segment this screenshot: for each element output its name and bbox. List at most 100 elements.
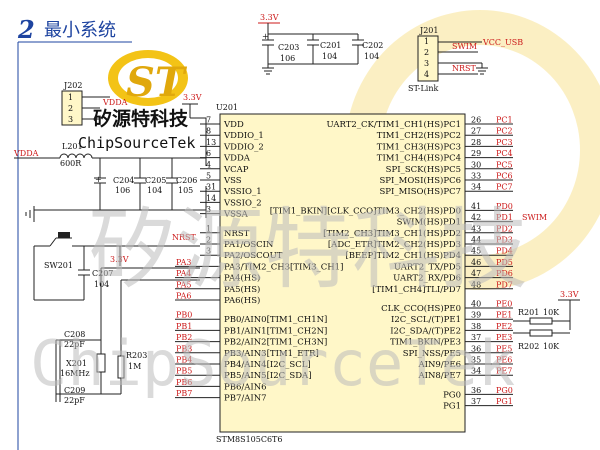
section-number: 2 — [17, 15, 35, 44]
net-vcc-usb: VCC_USB — [482, 38, 523, 47]
net-3v3-pullup: 3.3V — [560, 290, 579, 299]
mcu-right-pin-name: [TIM2_CH3]TIM3_CH1(HS)PD2 — [323, 228, 461, 239]
mcu-left-pin-number: 2 — [206, 236, 211, 245]
r201-value: 10K — [543, 308, 560, 317]
mcu-part: STM8S105C6T6 — [216, 435, 282, 444]
mcu-left-pin-name: VSSA — [223, 210, 249, 220]
mcu-left-pin-name: PA5(HS) — [224, 284, 260, 295]
mcu-right-pin-number: 26 — [471, 116, 481, 125]
right-net-label: PC1 — [496, 116, 513, 125]
right-net-label: PE2 — [496, 322, 512, 331]
mcu-right-pin-name: UART2_RX/PD6 — [393, 274, 461, 284]
brand-name-cn: 矽源特科技 — [93, 107, 189, 130]
c201-value: 104 — [322, 52, 337, 61]
net-nrst-mcu: NRST — [172, 233, 197, 242]
l201-value: 600R — [60, 159, 82, 168]
svg-text:3: 3 — [68, 115, 73, 124]
right-net-label: PD4 — [496, 247, 513, 256]
mcu-right-pin-name: TIM1_CH3(HS)PC3 — [377, 141, 461, 152]
mcu-right-pin-number: 39 — [471, 311, 481, 320]
mcu-right-pin-number: 40 — [471, 300, 481, 309]
right-net-label: PE7 — [496, 367, 512, 376]
right-net-label: PD7 — [496, 280, 513, 289]
c203-value: 106 — [280, 54, 295, 63]
right-net-label: PC2 — [496, 127, 513, 136]
mcu-right-pin-name: TIM1_BKIN/PE3 — [390, 338, 461, 348]
mcu-right-pin-name: AIN9/PE6 — [417, 360, 461, 370]
left-net-label: PB2 — [176, 333, 192, 342]
mcu-right-pin-number: 34 — [471, 367, 481, 376]
svg-text:4: 4 — [424, 70, 429, 79]
sw201-ref: SW201 — [44, 261, 73, 270]
svg-text:+: + — [95, 175, 102, 184]
mcu-right-pin-name: SPI_NSS/PE5 — [403, 349, 461, 359]
left-net-label: PB7 — [176, 389, 192, 398]
mcu-ref: U201 — [216, 103, 238, 112]
mcu-right-pin-number: 41 — [471, 202, 481, 211]
mcu-left-pin-name: PB3/AIN3[TIM1_ETR] — [224, 349, 319, 359]
mcu-right-pin-number: 47 — [471, 269, 481, 278]
mcu-right-pin-name: SPI_MOSI(HS)PC6 — [379, 175, 461, 186]
mcu-right-pin-number: 48 — [471, 280, 481, 289]
svg-text:ST: ST — [126, 59, 188, 106]
c205-ref: C205 — [145, 176, 166, 185]
mcu-left-pin-name: PA1/OSCIN — [224, 240, 274, 250]
right-net-label: PD5 — [496, 258, 513, 267]
mcu-left-pin-number: 3 — [206, 247, 211, 256]
mcu-right-pin-number: 46 — [471, 258, 481, 267]
mcu-right-pin-name: SPI_MISO(HS)PC7 — [379, 186, 461, 197]
l201-ref: L201 — [62, 142, 83, 151]
mcu-left-pin-name: NRST — [224, 229, 250, 239]
mcu-right-pin-number: 43 — [471, 224, 481, 233]
st-link-label: ST-Link — [408, 84, 439, 93]
svg-text:1: 1 — [424, 37, 429, 46]
right-net-label: PD1 — [496, 213, 513, 222]
section-title: 最小系统 — [44, 20, 116, 41]
mcu-left-pin-name: VSSIO_2 — [223, 198, 262, 208]
right-net-label: PE3 — [496, 333, 512, 342]
r201-ref: R201 — [518, 308, 539, 317]
right-net-label: PC7 — [496, 183, 513, 192]
right-net-label: PC5 — [496, 160, 513, 169]
mcu-left-pin-name: VDDA — [223, 154, 251, 164]
mcu-left-pin-name: PB7/AIN7 — [224, 394, 267, 404]
c209-ref: C209 — [64, 386, 85, 395]
right-net-label: PG0 — [496, 386, 513, 395]
right-net-label: PE0 — [496, 300, 512, 309]
mcu-right-pin-number: 33 — [471, 172, 481, 181]
right-net-label: PD2 — [496, 224, 513, 233]
mcu-right-pin-number: 36 — [471, 386, 481, 395]
c207-ref: C207 — [92, 269, 113, 278]
j201-ref: J201 — [419, 26, 438, 35]
mcu-left-pin-name: PB6/AIN6 — [224, 382, 267, 392]
net-swim-mcu: SWIM — [522, 213, 547, 222]
mcu-left-pin-name: PA6(HS) — [224, 295, 260, 306]
mcu-left-pin-number: 14 — [206, 194, 216, 203]
mcu-left-pin-name: PA3/TIM2_CH3[TIM3_CH1] — [224, 262, 343, 272]
mcu-right-pin-number: 30 — [471, 160, 481, 169]
j202-ref: J202 — [63, 81, 82, 90]
mcu-right-pin-number: 27 — [471, 127, 481, 136]
mcu-right-pin-number: 29 — [471, 149, 481, 158]
mcu-right-pin-number: 38 — [471, 322, 481, 331]
r201-body — [529, 317, 553, 325]
right-net-label: PG1 — [496, 397, 513, 406]
mcu-left-pin-number: 5 — [206, 172, 211, 181]
c204-ref: C204 — [113, 176, 134, 185]
c203-ref: C203 — [278, 43, 299, 52]
j201-body — [417, 35, 439, 82]
mcu-right-pin-name: AIN8/PE7 — [417, 371, 461, 381]
x201-ref: X201 — [66, 359, 87, 368]
right-net-label: PC6 — [496, 172, 513, 181]
svg-text:2: 2 — [424, 48, 429, 57]
watermark-en: ChipSourceTek — [30, 327, 515, 400]
r203-value: 1M — [128, 362, 141, 371]
svg-text:2: 2 — [68, 104, 73, 113]
mcu-left-pin-name: PB2/AIN2[TIM1_CH3N] — [224, 338, 327, 348]
c204-value: 106 — [115, 186, 130, 195]
brand-name-en: ChipSourceTek — [78, 134, 195, 152]
mcu-right-pin-name: [BEEP]TIM2_CH1(HS)PD4 — [345, 250, 461, 261]
mcu-left-pins: VDD7VDDIO_18VDDIO_213VDDA6VCAP4VSS5VSSIO… — [175, 116, 343, 404]
mcu-right-pin-name: [TIM1_BKIN][CLK_CCO]TIM3_CH2(HS)PD0 — [270, 205, 461, 216]
